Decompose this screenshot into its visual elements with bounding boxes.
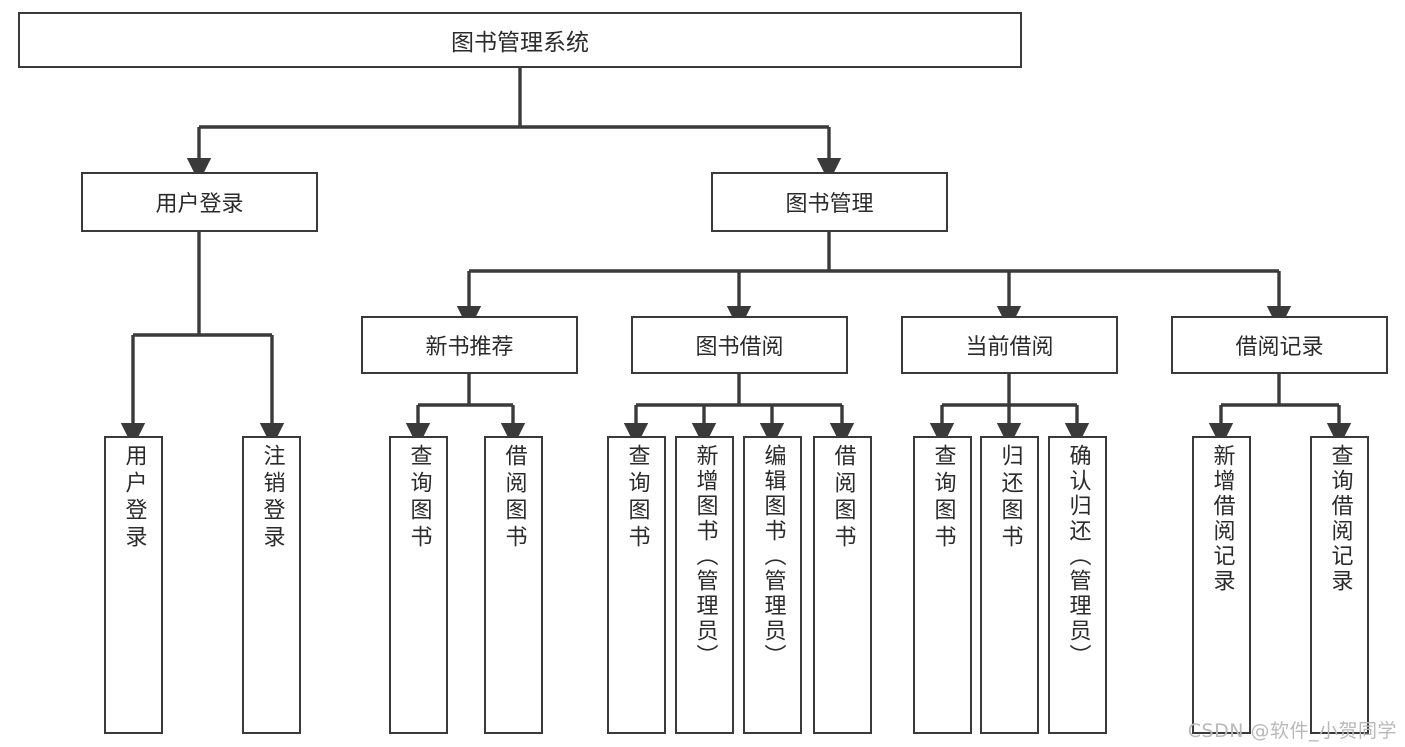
- node-leaf-confirm-return[interactable]: 确认归还（管理员）: [1048, 436, 1107, 734]
- node-leaf-query-book-3-label: 查询图书: [930, 444, 956, 552]
- node-leaf-borrow-book-1[interactable]: 借阅图书: [484, 436, 543, 734]
- node-book-management-label: 图书管理: [785, 192, 874, 217]
- node-leaf-return-book[interactable]: 归还图书: [980, 436, 1039, 734]
- node-leaf-user-login[interactable]: 用户登录: [104, 436, 163, 734]
- node-book-borrow-label: 图书借阅: [695, 335, 784, 360]
- node-leaf-borrow-book-2[interactable]: 借阅图书: [813, 436, 872, 734]
- node-leaf-edit-book[interactable]: 编辑图书（管理员）: [743, 436, 802, 734]
- node-leaf-add-record-label: 新增借阅记录: [1209, 444, 1235, 594]
- node-root-label: 图书管理系统: [451, 30, 589, 56]
- node-leaf-confirm-return-label: 确认归还（管理员）: [1065, 444, 1091, 669]
- node-current-borrow[interactable]: 当前借阅: [901, 316, 1118, 374]
- node-leaf-query-record[interactable]: 查询借阅记录: [1310, 436, 1369, 734]
- node-leaf-add-book[interactable]: 新增图书（管理员）: [675, 436, 734, 734]
- node-root-system[interactable]: 图书管理系统: [18, 12, 1022, 68]
- node-leaf-query-record-label: 查询借阅记录: [1327, 444, 1353, 594]
- node-leaf-edit-book-label: 编辑图书（管理员）: [760, 444, 786, 669]
- node-leaf-return-book-label: 归还图书: [997, 444, 1023, 552]
- node-leaf-borrow-book-1-label: 借阅图书: [501, 444, 527, 552]
- node-leaf-query-book-1[interactable]: 查询图书: [389, 436, 448, 734]
- node-new-book-recommend[interactable]: 新书推荐: [361, 316, 578, 374]
- node-new-book-recommend-label: 新书推荐: [425, 335, 514, 360]
- node-leaf-borrow-book-2-label: 借阅图书: [830, 444, 856, 552]
- node-leaf-query-book-3[interactable]: 查询图书: [913, 436, 972, 734]
- node-user-login-label: 用户登录: [155, 192, 244, 217]
- node-leaf-query-book-1-label: 查询图书: [406, 444, 432, 552]
- node-leaf-add-book-label: 新增图书（管理员）: [692, 444, 718, 669]
- node-leaf-add-record[interactable]: 新增借阅记录: [1192, 436, 1251, 734]
- node-book-borrow[interactable]: 图书借阅: [631, 316, 848, 374]
- node-leaf-user-login-label: 用户登录: [121, 444, 147, 552]
- watermark-credit: CSDN @软件_小贺同学: [1187, 720, 1397, 742]
- node-leaf-query-book-2[interactable]: 查询图书: [607, 436, 666, 734]
- node-current-borrow-label: 当前借阅: [965, 335, 1054, 360]
- node-leaf-logout-login-label: 注销登录: [259, 444, 285, 552]
- node-borrow-record-label: 借阅记录: [1235, 335, 1324, 360]
- node-book-management[interactable]: 图书管理: [711, 172, 948, 232]
- node-user-login[interactable]: 用户登录: [81, 172, 318, 232]
- node-leaf-logout-login[interactable]: 注销登录: [242, 436, 301, 734]
- node-leaf-query-book-2-label: 查询图书: [624, 444, 650, 552]
- node-borrow-record[interactable]: 借阅记录: [1171, 316, 1388, 374]
